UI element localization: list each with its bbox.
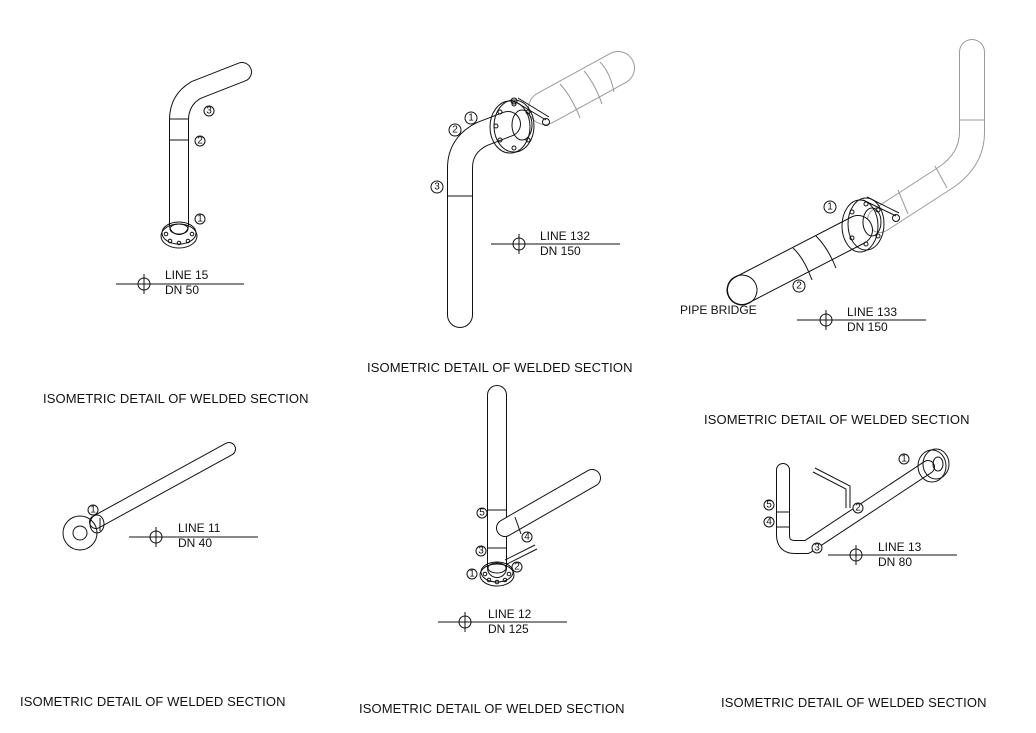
detail-line133-drawing [726, 39, 985, 306]
detail-line11-drawing [62, 442, 236, 551]
line132-size-label: DN 150 [540, 244, 581, 258]
caption-line15: ISOMETRIC DETAIL OF WELDED SECTION [43, 391, 309, 406]
svg-text:1: 1 [197, 214, 203, 225]
detail-line12-crosshair [438, 612, 567, 632]
detail-line13-crosshair [828, 545, 957, 565]
line15-line-label: LINE 15 [165, 268, 209, 282]
detail-line13-weld-tags: 1 2 3 4 5 [763, 453, 910, 554]
line132-tag: LINE 132 DN 150 [540, 229, 590, 259]
caption-line13: ISOMETRIC DETAIL OF WELDED SECTION [721, 695, 987, 710]
detail-line133-weld-tags: 1 2 [792, 200, 837, 293]
svg-text:2: 2 [855, 503, 861, 514]
detail-line13-drawing [776, 448, 950, 554]
line15-size-label: DN 50 [165, 283, 200, 297]
svg-text:1: 1 [469, 569, 475, 580]
detail-line133-crosshair [797, 310, 926, 330]
svg-text:2: 2 [197, 136, 203, 147]
detail-line132-weld-tags: 1 2 3 [430, 111, 478, 194]
line12-line-label: LINE 12 [488, 607, 532, 621]
caption-line132: ISOMETRIC DETAIL OF WELDED SECTION [367, 360, 633, 375]
detail-line132-crosshair [491, 234, 620, 254]
line133-size-label: DN 150 [847, 320, 888, 334]
svg-text:2: 2 [452, 125, 458, 136]
caption-line133: ISOMETRIC DETAIL OF WELDED SECTION [704, 412, 970, 427]
line12-size-label: DN 125 [488, 622, 529, 636]
svg-text:1: 1 [901, 454, 907, 465]
pipe-bridge-annotation: PIPE BRIDGE [680, 303, 757, 317]
detail-line11-weld-tags: 1 [87, 504, 99, 516]
svg-text:3: 3 [434, 182, 440, 193]
detail-line12-drawing [479, 385, 601, 587]
svg-text:4: 4 [524, 532, 530, 543]
svg-text:5: 5 [479, 508, 485, 519]
line11-line-label: LINE 11 [178, 521, 221, 535]
detail-line15-drawing [160, 62, 252, 249]
svg-text:3: 3 [478, 546, 484, 557]
svg-text:1: 1 [468, 113, 474, 124]
detail-line15-weld-tags: 3 2 1 [194, 105, 215, 225]
caption-line12: ISOMETRIC DETAIL OF WELDED SECTION [359, 701, 625, 716]
line11-size-label: DN 40 [178, 536, 213, 550]
detail-line15-crosshair [116, 274, 244, 294]
caption-line11: ISOMETRIC DETAIL OF WELDED SECTION [20, 694, 286, 709]
line15-tag: LINE 15 DN 50 [165, 268, 208, 298]
svg-text:1: 1 [827, 202, 833, 213]
svg-text:5: 5 [766, 500, 772, 511]
svg-text:4: 4 [766, 517, 772, 528]
svg-text:1: 1 [90, 505, 96, 516]
line132-line-label: LINE 132 [540, 229, 591, 243]
line11-tag: LINE 11 DN 40 [178, 521, 220, 551]
detail-line11-crosshair [129, 527, 258, 547]
detail-line12-weld-tags: 1 2 3 4 5 [466, 507, 533, 580]
line13-line-label: LINE 13 [878, 540, 922, 554]
line133-line-label: LINE 133 [847, 305, 898, 319]
svg-text:2: 2 [796, 281, 802, 292]
svg-text:3: 3 [206, 106, 212, 117]
line13-size-label: DN 80 [878, 555, 913, 569]
line13-tag: LINE 13 DN 80 [878, 540, 921, 570]
line133-tag: LINE 133 DN 150 [847, 305, 897, 335]
detail-line132-drawing [447, 51, 635, 328]
svg-text:3: 3 [814, 543, 820, 554]
line12-tag: LINE 12 DN 125 [488, 607, 531, 637]
svg-text:2: 2 [514, 562, 520, 573]
